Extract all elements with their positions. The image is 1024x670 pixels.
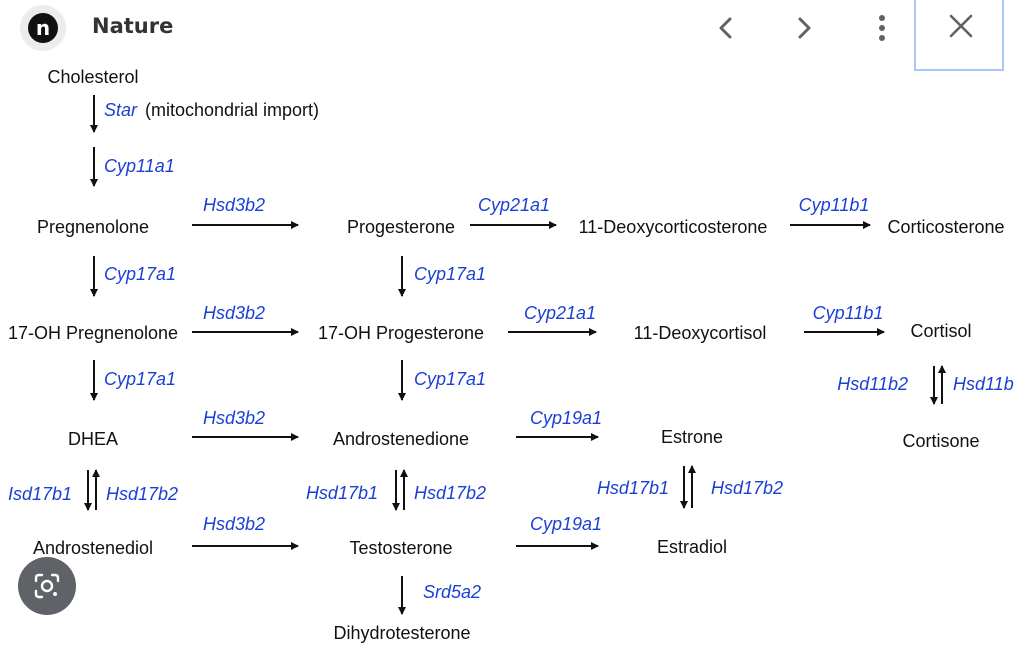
enzyme-hsd17b1-mid: Hsd17b1 <box>305 483 378 503</box>
node-11-deoxycortisol: 11-Deoxycortisol <box>633 323 767 343</box>
node-androstenedione: Androstenedione <box>332 429 470 449</box>
node-corticosterone: Corticosterone <box>887 217 1005 237</box>
more-options-button[interactable] <box>864 10 900 46</box>
enzyme-hsd17b1-right: Hsd17b1 <box>596 478 669 498</box>
site-logo[interactable]: n <box>20 5 66 51</box>
lens-icon <box>34 573 60 599</box>
enzyme-hsd3b2-row4: Hsd3b2 <box>202 514 266 534</box>
enzyme-srd5a2: Srd5a2 <box>423 582 482 602</box>
enzyme-cyp19a1-row3: Cyp19a1 <box>529 408 603 428</box>
next-button[interactable] <box>786 10 822 46</box>
close-icon <box>949 14 973 38</box>
enzyme-hsd3b2-row2: Hsd3b2 <box>202 303 266 323</box>
enzyme-hsd11b: Hsd11b <box>953 374 1014 394</box>
node-estradiol: Estradiol <box>656 537 728 557</box>
enzyme-hsd17b2-mid: Hsd17b2 <box>414 483 487 503</box>
image-viewer-header: n Nature <box>0 0 1024 71</box>
node-androstenediol: Androstenediol <box>32 538 154 558</box>
enzyme-cyp17a1-mid2: Cyp17a1 <box>414 369 487 389</box>
visual-search-button[interactable] <box>18 557 76 615</box>
node-dihydrotestosterone: Dihydrotesterone <box>333 623 471 643</box>
node-11-deoxycorticosterone: 11-Deoxycorticosterone <box>578 217 768 237</box>
chevron-right-icon <box>798 17 811 39</box>
node-progesterone: Progesterone <box>346 217 456 237</box>
node-cortisone: Cortisone <box>902 431 980 451</box>
enzyme-cyp17a1-left2: Cyp17a1 <box>104 369 177 389</box>
more-vert-icon <box>879 15 885 41</box>
node-cortisol: Cortisol <box>910 321 972 341</box>
star-note: (mitochondrial import) <box>145 100 320 120</box>
enzyme-cyp21a1-row1: Cyp21a1 <box>477 195 551 215</box>
enzyme-cyp21a1-row2: Cyp21a1 <box>523 303 597 323</box>
enzyme-cyp11a1: Cyp11a1 <box>104 156 175 176</box>
node-17oh-pregnenolone: 17-OH Pregnenolone <box>7 323 179 343</box>
enzyme-cyp11b1-row1: Cyp11b1 <box>798 195 870 215</box>
enzyme-hsd17b2-right: Hsd17b2 <box>711 478 784 498</box>
chevron-left-icon <box>719 17 732 39</box>
enzyme-hsd3b2-row1: Hsd3b2 <box>202 195 266 215</box>
node-pregnenolone: Pregnenolone <box>36 217 150 237</box>
close-button[interactable] <box>914 0 1004 71</box>
enzyme-cyp17a1-mid1: Cyp17a1 <box>414 264 487 284</box>
enzyme-hsd17b1-left: Isd17b1 <box>7 484 72 504</box>
previous-button[interactable] <box>708 10 744 46</box>
pathway-arrows <box>84 95 946 615</box>
enzyme-hsd11b2: Hsd11b2 <box>837 374 908 394</box>
node-cholesterol: Cholesterol <box>47 67 139 87</box>
node-estrone: Estrone <box>660 427 724 447</box>
steroidogenesis-diagram <box>0 60 1024 670</box>
node-17oh-progesterone: 17-OH Progesterone <box>317 323 485 343</box>
enzyme-cyp19a1-row4: Cyp19a1 <box>529 514 603 534</box>
node-dhea: DHEA <box>67 429 119 449</box>
enzyme-hsd17b2-left: Hsd17b2 <box>106 484 179 504</box>
enzyme-cyp11b1-row2: Cyp11b1 <box>812 303 884 323</box>
site-name[interactable]: Nature <box>92 14 174 38</box>
enzyme-cyp17a1-left1: Cyp17a1 <box>104 264 177 284</box>
node-testosterone: Testosterone <box>349 538 453 558</box>
enzyme-hsd3b2-row3: Hsd3b2 <box>202 408 266 428</box>
site-logo-letter: n <box>28 13 58 43</box>
enzyme-star: Star <box>104 100 138 120</box>
